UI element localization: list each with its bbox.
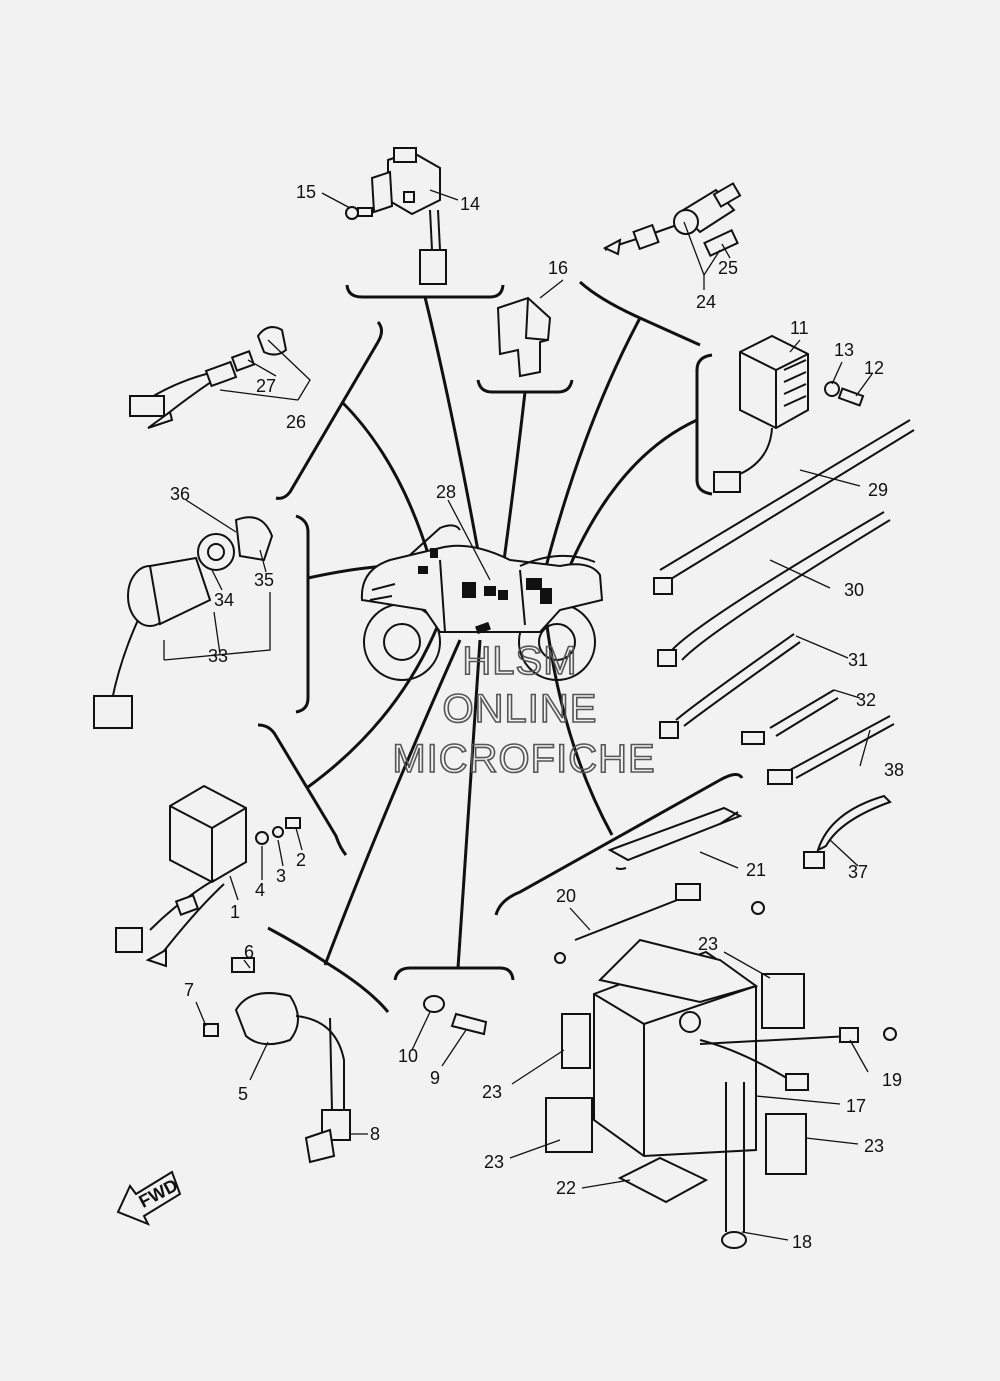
callout-4: 4 <box>255 880 265 900</box>
callout-18: 18 <box>792 1232 812 1252</box>
cover-16 <box>496 296 552 378</box>
callout-13: 13 <box>834 340 854 360</box>
callout-27: 27 <box>256 376 276 396</box>
relay-assembly <box>345 147 447 285</box>
callout-3: 3 <box>276 866 286 886</box>
callout-7: 7 <box>184 980 194 1000</box>
callout-30: 30 <box>844 580 864 600</box>
cdi-unit-1 <box>115 784 301 968</box>
callout-11: 11 <box>790 318 809 338</box>
leader-lines <box>163 189 873 1241</box>
callout-23-top: 23 <box>698 934 718 954</box>
cable-ties <box>653 419 915 869</box>
callout-16: 16 <box>548 258 568 278</box>
callout-25: 25 <box>718 258 738 278</box>
callout-17: 17 <box>846 1096 866 1116</box>
atv-vehicle <box>360 524 604 681</box>
watermark-line-1: HLSM <box>462 639 577 683</box>
battery-assembly <box>545 806 897 1249</box>
callout-21: 21 <box>746 860 766 880</box>
callout-33: 33 <box>208 646 228 666</box>
callout-34: 34 <box>214 590 234 610</box>
callout-32: 32 <box>856 690 876 710</box>
ignition-coil-5 <box>203 957 351 1164</box>
callout-23-right: 23 <box>864 1136 884 1156</box>
callout-38: 38 <box>884 760 904 780</box>
callout-15: 15 <box>296 182 316 202</box>
sensor-9 <box>423 995 488 1036</box>
callout-37: 37 <box>848 862 868 882</box>
callout-8: 8 <box>370 1124 380 1144</box>
watermark-line-3: MICROFICHE <box>392 737 655 781</box>
callout-26: 26 <box>286 412 306 432</box>
harness-wires <box>307 296 698 969</box>
sensor-lead-24 <box>602 182 742 258</box>
callout-22: 22 <box>556 1178 576 1198</box>
callout-19: 19 <box>882 1070 902 1090</box>
callout-24: 24 <box>696 292 716 312</box>
callout-10: 10 <box>398 1046 418 1066</box>
callout-14: 14 <box>460 194 480 214</box>
fwd-arrow: FWD <box>116 1170 182 1226</box>
callout-36: 36 <box>170 484 190 504</box>
lead-26 <box>129 326 288 429</box>
callout-20: 20 <box>556 886 576 906</box>
callout-23-left-upper: 23 <box>482 1082 502 1102</box>
callout-23-left-lower: 23 <box>484 1152 504 1172</box>
callout-9: 9 <box>430 1068 440 1088</box>
callout-2: 2 <box>296 850 306 870</box>
callout-28: 28 <box>436 482 456 502</box>
regulator-11 <box>713 334 865 493</box>
callout-labels: 1 2 3 4 5 6 7 8 9 10 11 12 13 14 15 16 1… <box>170 182 904 1252</box>
callout-6: 6 <box>244 942 254 962</box>
callout-5: 5 <box>238 1084 248 1104</box>
callout-31: 31 <box>848 650 868 670</box>
main-switch-33 <box>93 516 274 729</box>
callout-35: 35 <box>254 570 274 590</box>
callout-29: 29 <box>868 480 888 500</box>
group-brackets <box>257 280 744 1013</box>
watermark: HLSM ONLINE MICROFICHE <box>392 638 656 782</box>
callout-1: 1 <box>230 902 240 922</box>
callout-12: 12 <box>864 358 884 378</box>
watermark-line-2: ONLINE <box>443 687 598 731</box>
